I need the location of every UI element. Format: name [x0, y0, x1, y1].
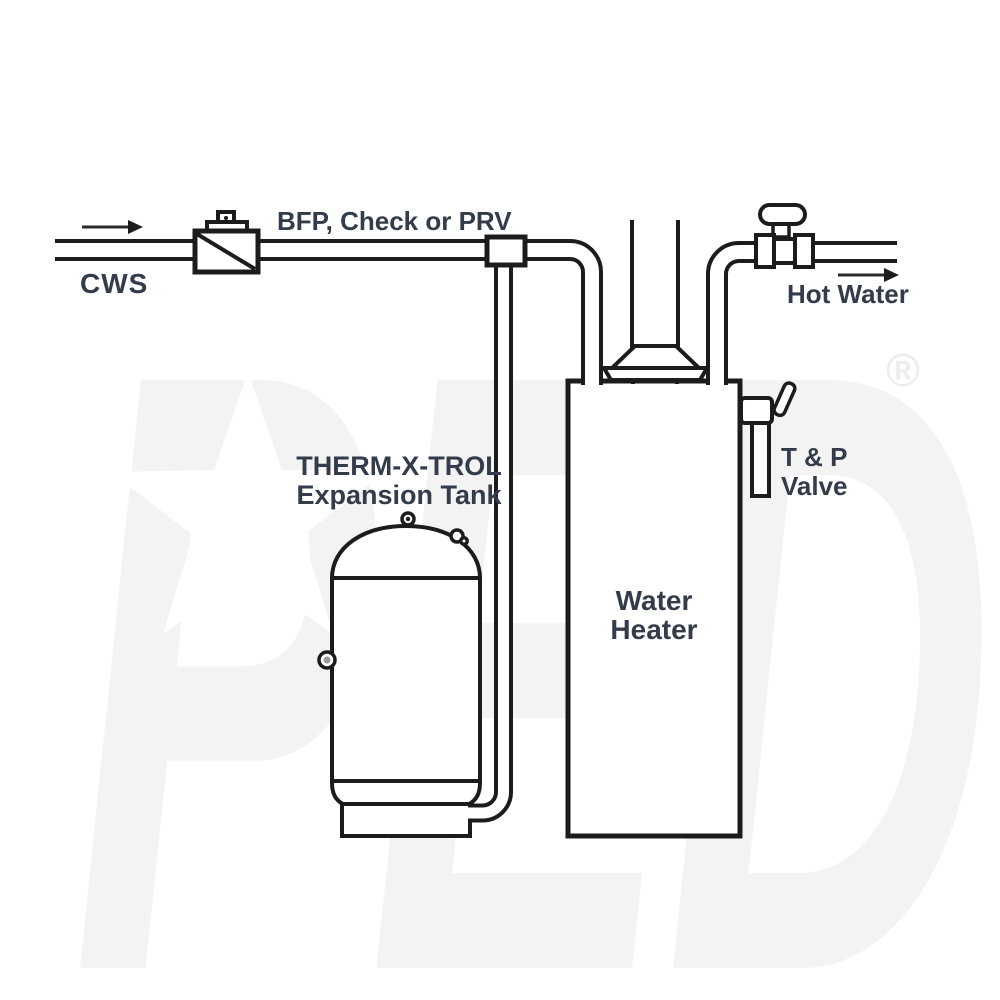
- bfp-label: BFP, Check or PRV: [277, 206, 512, 236]
- tp-relief-valve-icon: [739, 381, 797, 498]
- tank-side-fitting-core: [323, 656, 331, 664]
- cold-flow-arrow-icon: [82, 220, 143, 234]
- tp-valve-label-line1: T & P: [781, 442, 847, 472]
- watermark-star-icon: [110, 372, 386, 634]
- expansion-tank: [317, 511, 482, 838]
- draft-hood-icon: [600, 344, 711, 384]
- watermark: PED ®: [72, 196, 994, 1000]
- tank-top-fitting-cap: [459, 536, 469, 546]
- gate-valve-flange-right: [793, 233, 815, 269]
- tp-valve-label-line2: Valve: [781, 471, 848, 501]
- tp-valve-body: [739, 396, 774, 425]
- expansion-tank-body: [330, 523, 482, 806]
- bfp-valve-nub-dot: [224, 216, 228, 220]
- bfp-valve-diagonal: [195, 232, 257, 271]
- tank-name-label-line2: Expansion Tank: [296, 480, 502, 510]
- flue-pipe: [630, 220, 680, 350]
- water-heater-label-line2: Heater: [610, 614, 697, 645]
- expansion-tank-base: [340, 802, 472, 838]
- tee-fitting-icon: [484, 234, 528, 268]
- tp-valve-lever: [772, 381, 797, 418]
- hot-water-label: Hot Water: [787, 279, 909, 309]
- hot-water-pipe: [706, 241, 897, 385]
- tank-name-label-line1: THERM-X-TROL: [296, 451, 501, 481]
- hot-flow-arrow-icon: [838, 268, 899, 282]
- cold-water-pipe: [55, 239, 603, 385]
- expansion-tank-pipe: [468, 251, 513, 823]
- tp-valve-discharge-tube: [750, 419, 771, 498]
- air-valve-cap: [405, 516, 411, 522]
- watermark-ped-logo: PED: [72, 196, 987, 1000]
- gate-valve-flange-left: [754, 233, 776, 269]
- water-heater-label-line1: Water: [616, 585, 693, 616]
- bfp-valve-icon: [192, 210, 261, 275]
- gate-valve-handle: [758, 203, 807, 226]
- watermark-registered-mark: ®: [886, 344, 920, 396]
- cws-label: CWS: [80, 268, 148, 299]
- gate-valve-icon: [754, 203, 815, 269]
